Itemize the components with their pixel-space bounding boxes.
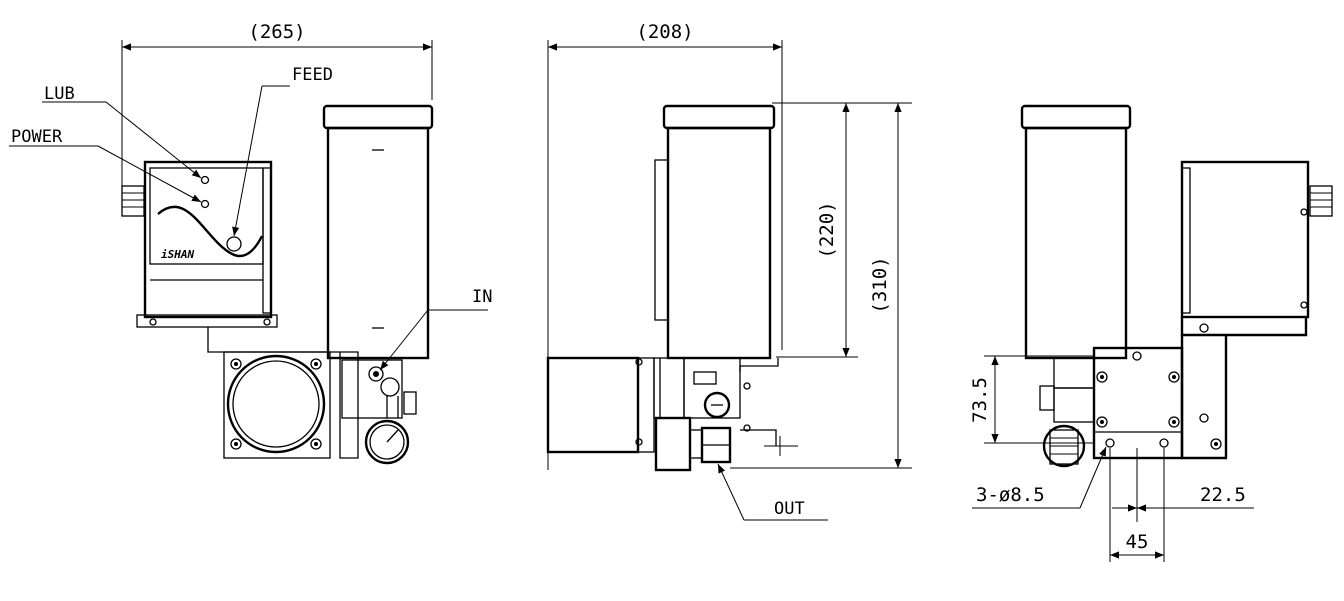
hole-spacing-dimensions: 45 22.5	[1109, 448, 1254, 562]
total-height-label: (310)	[869, 256, 891, 313]
mount-height-dimension: 73.5	[969, 355, 1094, 444]
side-tank	[654, 104, 776, 360]
lub-label: LUB	[44, 84, 75, 104]
brand-logo: iSHAN	[161, 248, 194, 261]
rear-view: 73.5 3-ø8.5 45 22.5	[969, 104, 1333, 562]
rear-pump	[1039, 357, 1095, 468]
side-height-dimensions: (220) (310)	[730, 102, 912, 469]
outlet-label: OUT	[774, 499, 805, 519]
feed-button	[226, 236, 242, 252]
power-led	[200, 199, 210, 209]
rear-controller	[1180, 160, 1333, 319]
tank-height-label: (220)	[816, 201, 838, 258]
side-width-dimension: (208)	[547, 21, 783, 470]
hole-offset-label: 22.5	[1200, 484, 1246, 506]
outlet-callout: OUT	[717, 463, 828, 521]
side-view: (208) (220) (310)	[546, 21, 912, 521]
pressure-gauge	[364, 419, 410, 465]
side-width-label: (208)	[636, 21, 693, 43]
front-callouts: LUB POWER FEED IN	[9, 65, 492, 371]
inlet-port	[368, 366, 384, 382]
front-width-label: (265)	[248, 21, 305, 43]
mount-height-label: 73.5	[969, 377, 991, 423]
hole-spec-callout: 3-ø8.5	[972, 446, 1107, 509]
feed-label: FEED	[292, 65, 333, 85]
front-width-dimension: (265)	[121, 21, 433, 190]
inlet-label: IN	[472, 287, 492, 307]
side-pump	[654, 357, 798, 472]
hole-spec-label: 3-ø8.5	[976, 484, 1045, 506]
logo-swoosh	[157, 205, 264, 258]
rear-cable-gland	[1309, 185, 1333, 217]
front-pump	[207, 327, 417, 465]
controller-box: iSHAN	[121, 160, 278, 328]
cable-gland	[121, 185, 145, 217]
front-view: (265) iSHAN	[9, 21, 492, 465]
hole-spacing-label: 45	[1126, 531, 1149, 553]
rear-tank	[1020, 104, 1132, 360]
mounting-plate	[1092, 346, 1184, 460]
front-tank	[322, 104, 434, 360]
power-label: POWER	[11, 127, 63, 147]
side-motor	[546, 356, 685, 454]
lub-led	[200, 175, 210, 185]
